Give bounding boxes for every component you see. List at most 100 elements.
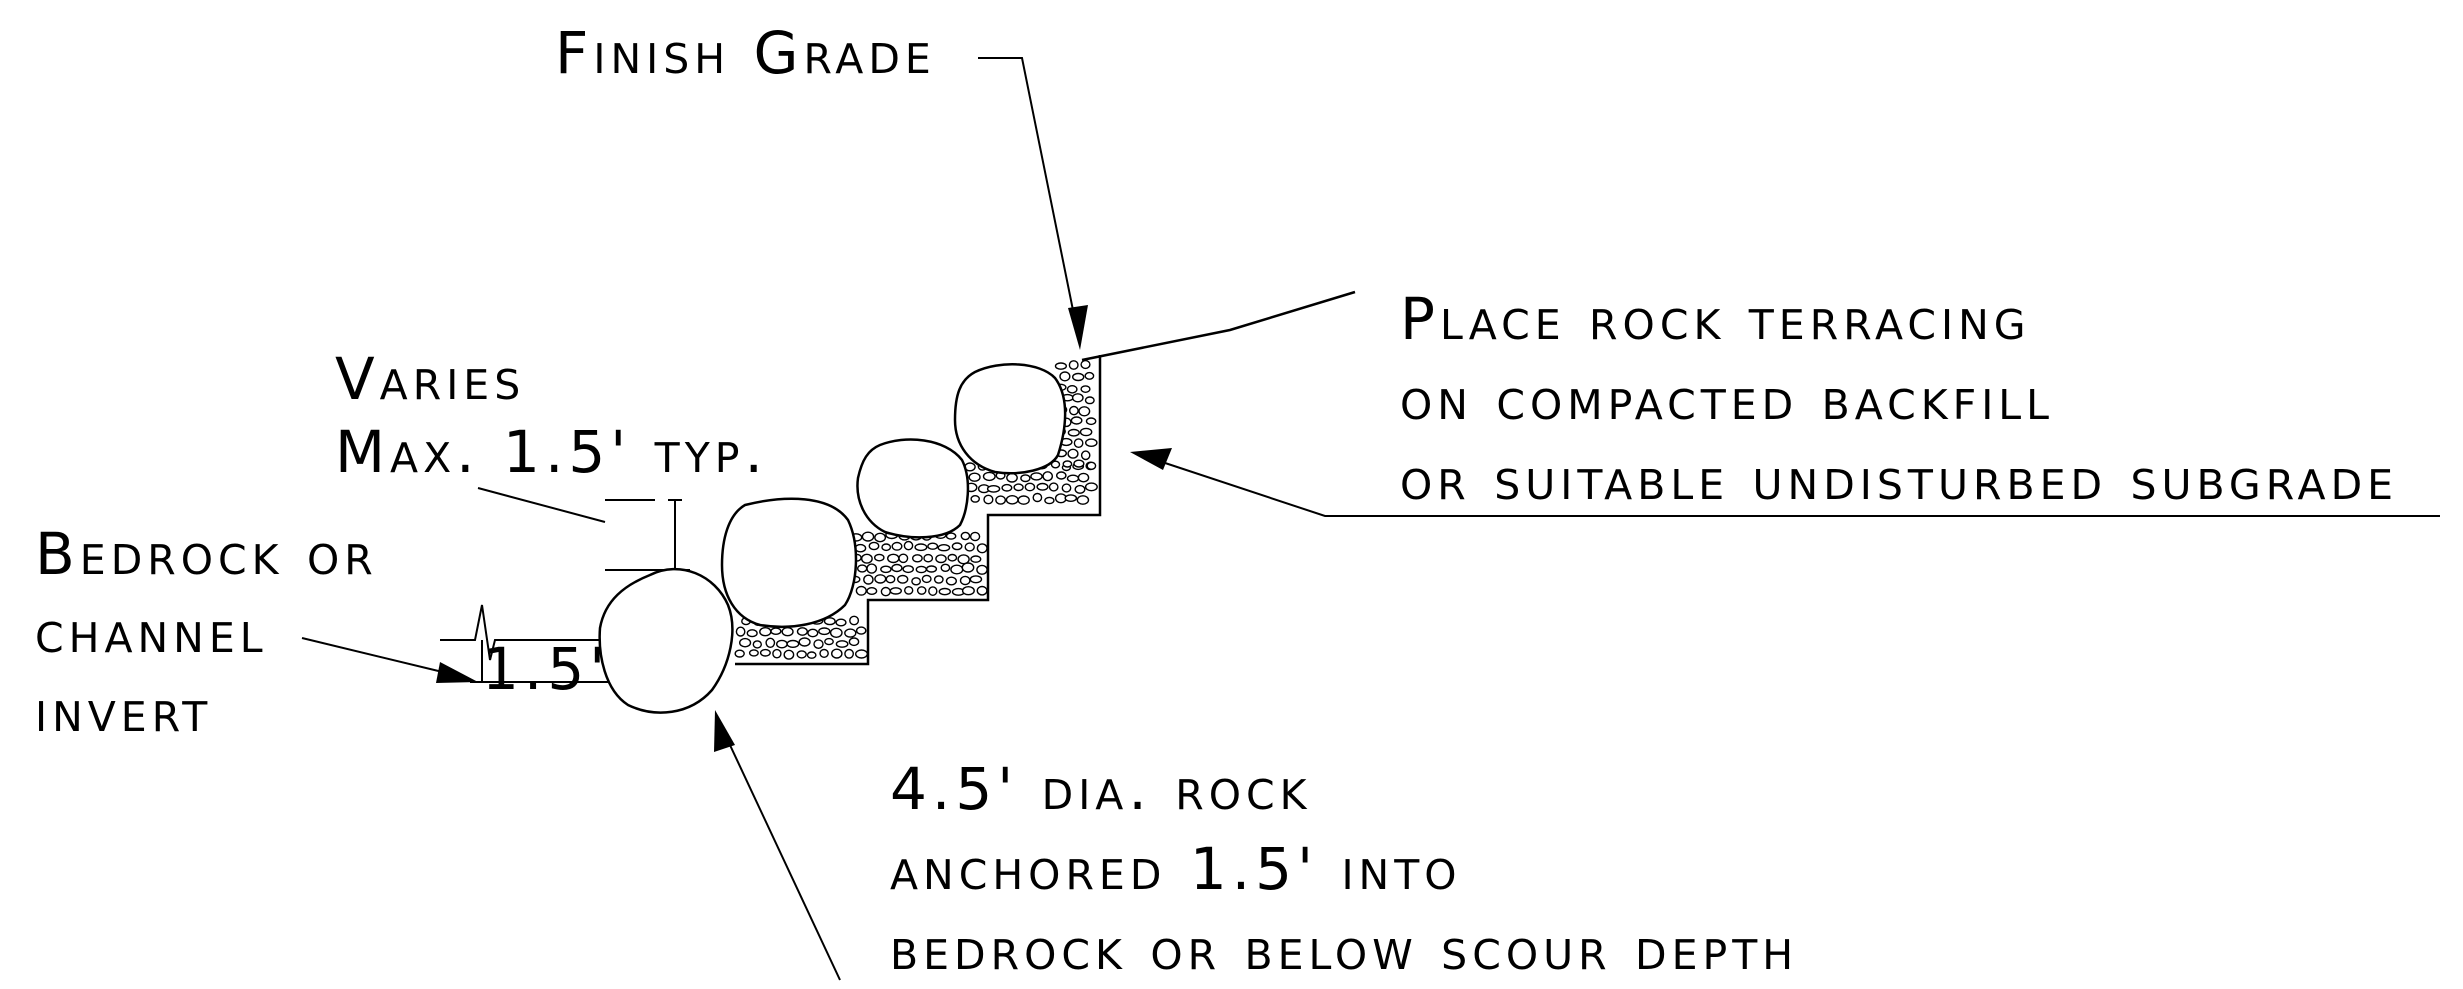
gravel-pebble	[806, 651, 817, 659]
gravel-pebble	[770, 627, 782, 636]
gravel-pebble	[1024, 482, 1036, 492]
leader-lines	[301, 57, 2440, 981]
gravel-pebble	[933, 575, 944, 584]
gravel-pebble	[914, 543, 928, 552]
gravel-pebble	[969, 531, 981, 542]
gravel-pebble	[969, 575, 983, 584]
gravel-pebble	[855, 649, 869, 659]
gravel-pebble	[857, 564, 868, 573]
gravel-pebble	[976, 564, 988, 575]
gravel-pebble	[940, 563, 951, 572]
gravel-pebble	[935, 554, 947, 564]
gravel-pebble	[915, 565, 927, 574]
anchor-rock	[598, 567, 734, 714]
gravel-pebble	[868, 541, 880, 551]
gravel-pebble	[874, 532, 887, 543]
gravel-pebble	[796, 650, 807, 659]
gravel-pebble	[911, 577, 921, 586]
gravel-pebble	[937, 544, 951, 552]
gravel-backfill	[735, 355, 1102, 666]
gravel-pebble	[848, 637, 860, 647]
gravel-pebble	[752, 640, 762, 649]
gravel-pebble	[970, 494, 981, 503]
gravel-pebble	[844, 628, 857, 638]
gravel-pebble	[968, 472, 981, 482]
gravel-pebble	[734, 649, 745, 658]
gravel-pebble	[824, 637, 834, 646]
gravel-pebble	[1071, 372, 1085, 382]
gravel-pebble	[1080, 450, 1091, 461]
gravel-pebble	[849, 615, 860, 626]
gravel-pebble	[863, 574, 874, 585]
gravel-pebble	[738, 637, 752, 648]
gravel-pebble	[1086, 461, 1097, 470]
gravel-pebble	[866, 563, 878, 574]
gravel-pebble	[921, 574, 932, 584]
rock-note-line2: anchored 1.5' into	[890, 835, 1462, 903]
gravel-pebble	[1069, 405, 1079, 416]
gravel-pebble	[1085, 417, 1097, 426]
gravel-pebble	[891, 563, 903, 573]
rock-note-line1: 4.5' dia. rock	[890, 755, 1312, 823]
gravel-pebble	[861, 553, 873, 564]
embed-dimension	[440, 604, 610, 683]
gravel-pebble	[1080, 385, 1091, 393]
gravel-pebble	[1067, 448, 1079, 459]
gravel-pebble	[925, 565, 938, 573]
gravel-pebble	[1084, 482, 1098, 492]
gravel-pebble	[959, 575, 971, 586]
gravel-pebble	[880, 586, 891, 597]
gravel-pebble	[1054, 362, 1068, 370]
gravel-pebble	[861, 531, 875, 542]
bedrock-label-line3: invert	[35, 677, 213, 745]
gravel-pebble	[783, 649, 795, 660]
gravel-pebble	[796, 627, 809, 636]
gravel-pebble	[1062, 460, 1073, 468]
gravel-pebble	[829, 627, 843, 638]
gravel-pebble	[1061, 483, 1072, 493]
gravel-pebble	[891, 541, 903, 551]
gravel-pebble	[1085, 438, 1098, 448]
gravel-pebble	[938, 587, 951, 596]
place-rock-label-line3: or suitable undisturbed subgrade	[1400, 445, 2399, 513]
terrace-rock-1	[720, 497, 858, 629]
gravel-pebble	[819, 648, 829, 659]
gravel-pebble	[947, 553, 958, 562]
gravel-pebble	[986, 484, 1001, 493]
gravel-pebble	[960, 531, 971, 541]
gravel-pebble	[923, 553, 934, 563]
gravel-pebble	[1078, 406, 1091, 417]
gravel-pebble	[823, 617, 836, 626]
gravel-pebble	[844, 648, 854, 659]
gravel-pebble	[1066, 474, 1080, 483]
gravel-pebble	[1005, 494, 1019, 505]
gravel-pebble	[927, 542, 939, 550]
gravel-pebble	[880, 565, 892, 574]
gravel-pebble	[1056, 471, 1067, 480]
gravel-pebble	[1032, 492, 1043, 503]
gravel-pebble	[881, 543, 892, 552]
gravel-pebble	[964, 542, 975, 552]
varies-dimension	[605, 499, 690, 571]
gravel-pebble	[813, 639, 824, 649]
finish-grade-label: Finish Grade	[555, 19, 936, 87]
varies-label-line2: Max. 1.5' typ.	[335, 418, 768, 486]
finish-grade-line	[1081, 290, 1356, 362]
gravel-pebble	[898, 553, 909, 564]
gravel-pebble	[1073, 438, 1084, 448]
gravel-pebble	[855, 626, 867, 635]
gravel-pebble	[1013, 483, 1024, 492]
gravel-pebble	[786, 639, 800, 649]
varies-label-line1: Varies	[335, 345, 526, 413]
gravel-pebble	[1068, 360, 1079, 370]
gravel-pebble	[781, 627, 794, 637]
place-rock-label-line1: Place rock terracing	[1400, 285, 2031, 353]
gravel-pebble	[950, 564, 964, 575]
gravel-pebble	[807, 628, 819, 638]
gravel-pebble	[776, 639, 788, 649]
terrace-rock-2	[856, 438, 970, 539]
gravel-pebble	[957, 554, 970, 565]
gravel-pebble	[904, 586, 914, 595]
gravel-pebble	[945, 576, 958, 586]
